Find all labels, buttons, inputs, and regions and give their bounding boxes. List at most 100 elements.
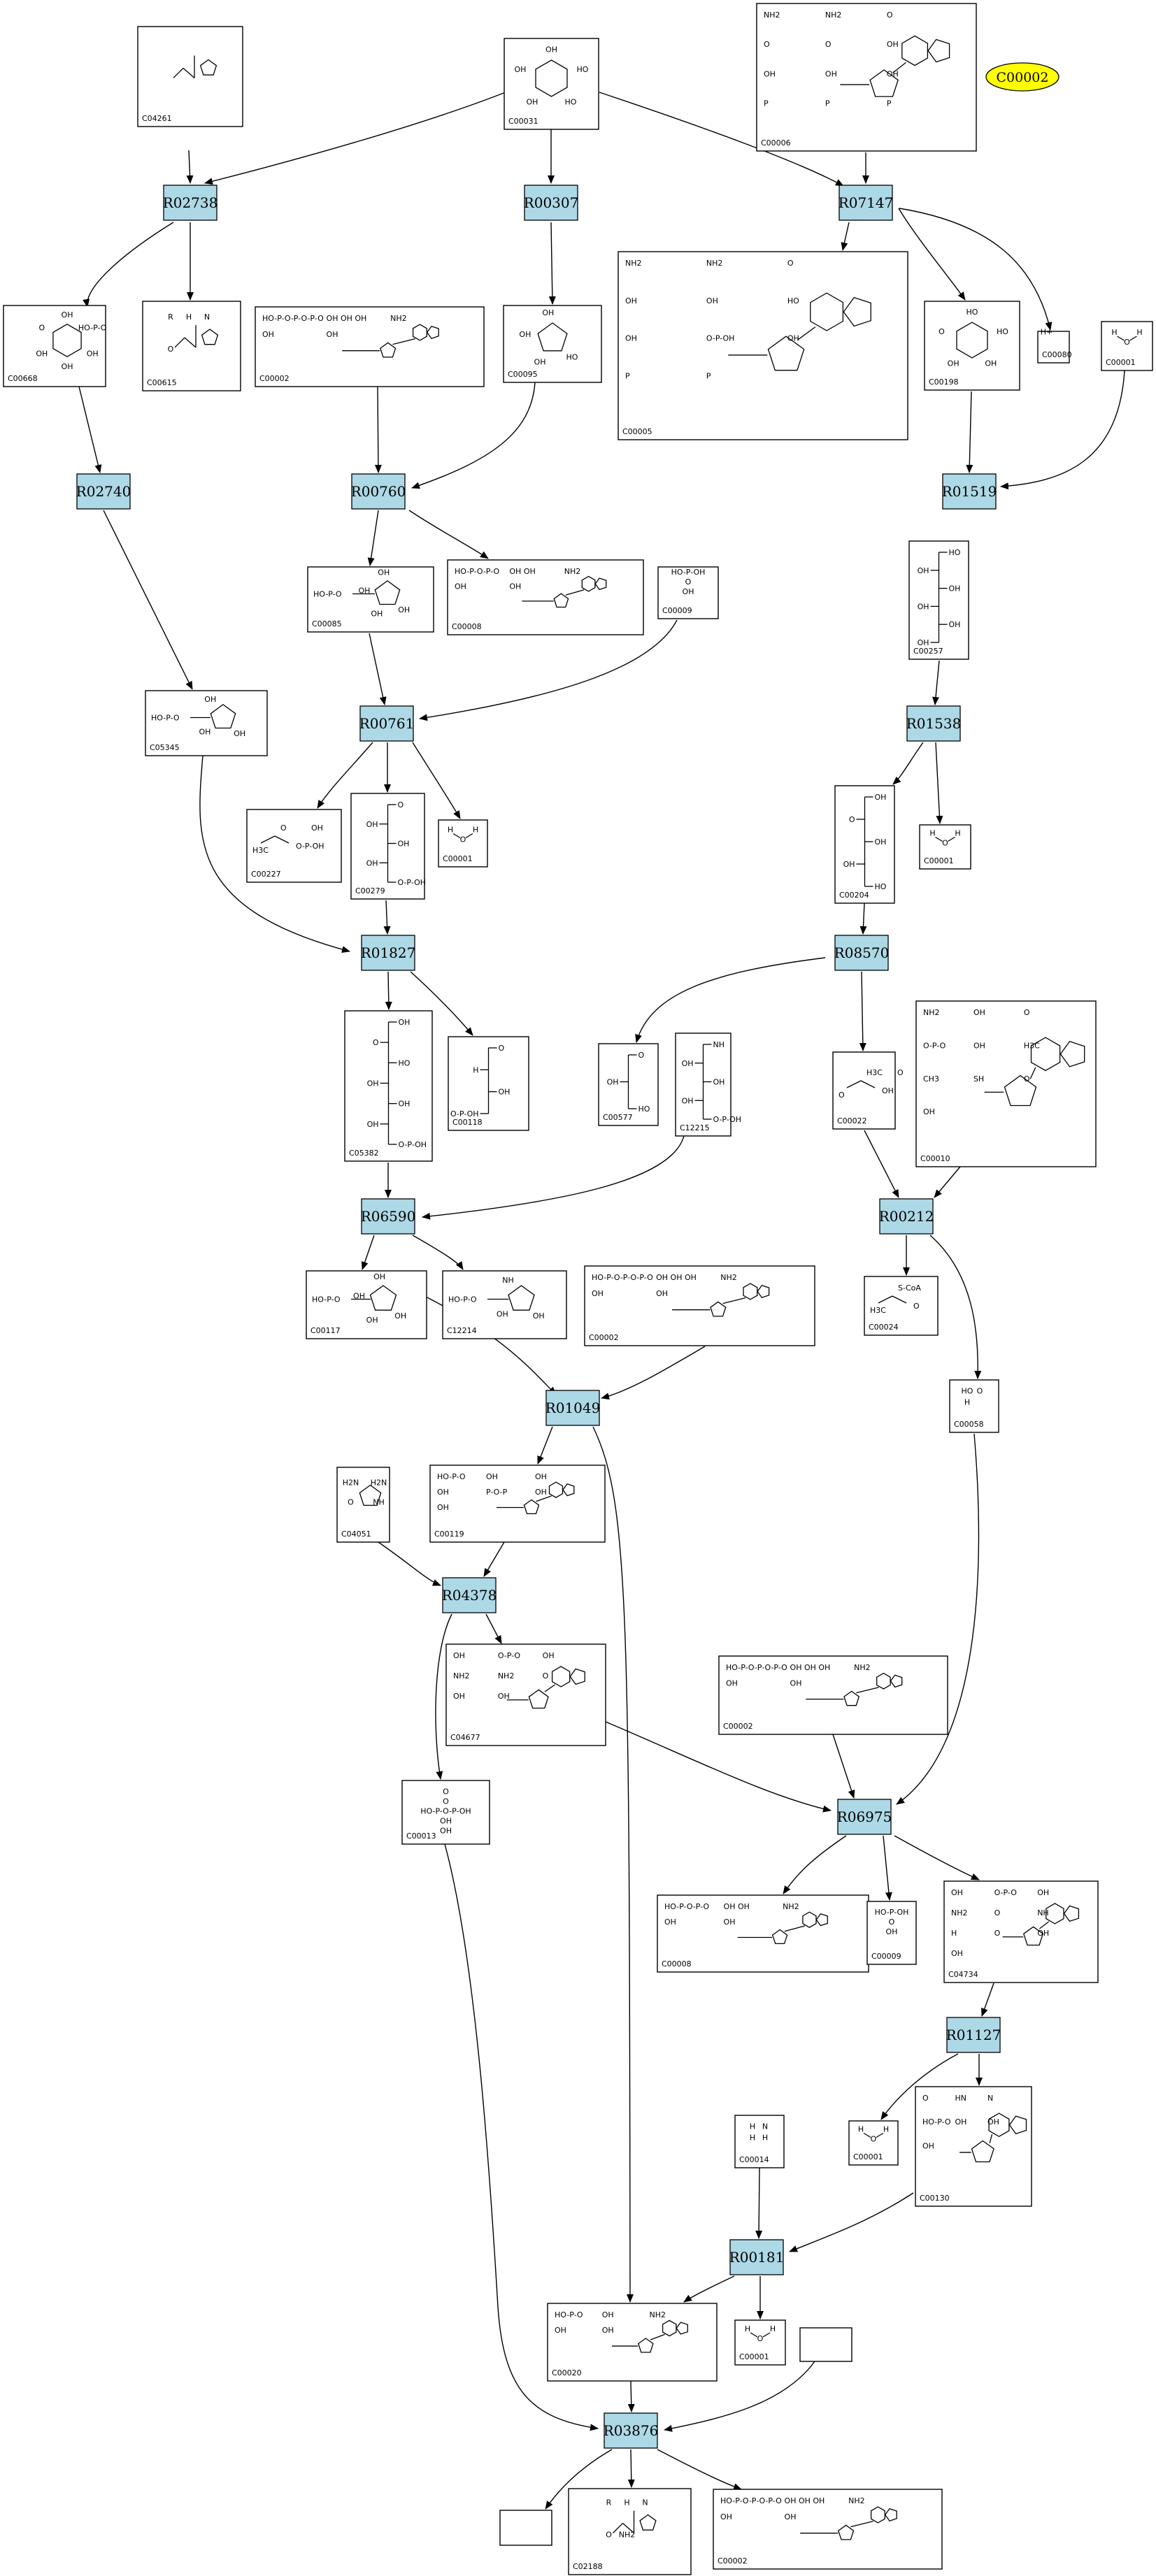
reaction-node-r06590[interactable]: R06590 [361, 1198, 416, 1235]
compound-box [864, 1276, 939, 1336]
structure-atom-label: OH [720, 2512, 732, 2521]
reaction-node-r06975[interactable]: R06975 [837, 1799, 892, 1835]
reaction-node-r00181[interactable]: R00181 [729, 2239, 785, 2275]
structure-atom-label: OH [625, 296, 637, 305]
compound-node-c00080[interactable]: H+C00080 [1037, 328, 1072, 364]
reaction-box [524, 185, 578, 221]
compound-box [3, 305, 106, 387]
structure-atom-label: NH2 [848, 2496, 865, 2505]
compound-box [848, 2120, 899, 2166]
reaction-node-r02738[interactable]: R02738 [163, 185, 218, 221]
reaction-node-r00760[interactable]: R00760 [351, 473, 406, 510]
structure-atom-label: OH [724, 1917, 736, 1927]
compound-node-blank1[interactable] [799, 2327, 852, 2362]
compound-node-c04261[interactable]: C04261 [137, 26, 243, 127]
structure-bond [846, 1080, 862, 1088]
reaction-box [442, 1577, 497, 1613]
structure-ring [1046, 1903, 1064, 1924]
reaction-edge [385, 971, 392, 1010]
reaction-node-r01519[interactable]: R01519 [942, 473, 997, 510]
reaction-node-r00212[interactable]: R00212 [879, 1198, 934, 1235]
structure-atom-label: HO-P-O [312, 1295, 341, 1304]
compound-id-label: C04677 [450, 1733, 480, 1742]
structure-atom-label: HO-P-O-P-O [455, 567, 499, 576]
reaction-node-r01538[interactable]: R01538 [906, 705, 962, 742]
structure-atom-label: NH [502, 1276, 514, 1285]
reaction-edge [657, 2449, 742, 2490]
reaction-box [834, 935, 889, 971]
reaction-node-r01127[interactable]: R01127 [946, 2017, 1001, 2053]
structure-atom-label: OH [398, 605, 410, 614]
structure-atom-label: O [443, 1787, 449, 1797]
highlight-compound-node[interactable]: C00002 [985, 62, 1059, 92]
reaction-node-r02740[interactable]: R02740 [76, 473, 131, 510]
reaction-edge [367, 510, 379, 566]
reaction-node-r07147[interactable]: R07147 [839, 185, 894, 221]
structure-bond [174, 337, 185, 348]
reaction-node-r00761[interactable]: R00761 [359, 705, 415, 742]
reaction-node-r08570[interactable]: R08570 [834, 935, 890, 971]
structure-bond [878, 1295, 893, 1304]
compound-node-blank2[interactable] [499, 2510, 552, 2546]
structure-atom-label: R [168, 312, 173, 322]
reaction-node-r01049[interactable]: R01049 [545, 1390, 601, 1426]
structure-atom-label: O [1024, 1008, 1030, 1017]
reaction-node-r03876[interactable]: R03876 [604, 2412, 659, 2449]
reaction-node-r01827[interactable]: R01827 [361, 935, 416, 971]
structure-atom-label: O [757, 2334, 764, 2343]
structure-bond [1039, 1921, 1050, 1929]
reaction-node-r04378[interactable]: R04378 [442, 1577, 497, 1613]
structure-atom-label: OH [535, 1472, 547, 1481]
structure-atom-label: O [994, 1908, 1001, 1917]
structure-atom-label: HO [565, 98, 577, 107]
reaction-node-r00307[interactable]: R00307 [524, 185, 579, 221]
structure-atom-label: OH OH OH [327, 314, 367, 323]
reaction-edge [832, 1734, 855, 1799]
